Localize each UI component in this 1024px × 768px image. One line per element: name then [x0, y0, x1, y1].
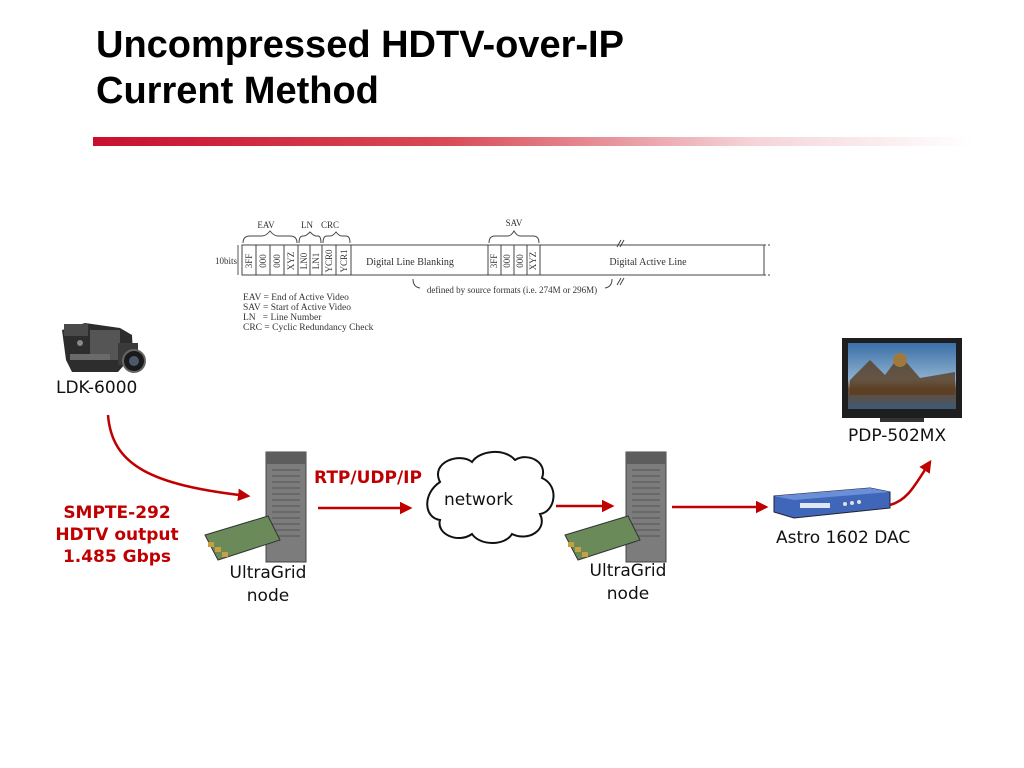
source-output-label: SMPTE-292 HDTV output 1.485 Gbps [52, 502, 182, 568]
sav-word-4: XYZ [528, 252, 538, 271]
camera-to-node-arrow [106, 414, 251, 502]
signal-flow-arrows [106, 414, 932, 515]
node-right-line-2: node [606, 584, 650, 604]
frame-format-diagram: 10bits 3FF 000 000 XYZ LN0 L [215, 218, 772, 295]
eav-group-label: EAV [257, 220, 275, 230]
network-label: network [444, 490, 514, 510]
node-left-line-2: node [246, 586, 290, 606]
legend-line-eav: EAV = End of Active Video [243, 293, 349, 303]
node-right-label: UltraGrid node [578, 560, 678, 606]
ln-group-label: LN [301, 220, 313, 230]
active-line-label: Digital Active Line [609, 257, 687, 268]
bits-label: 10bits [215, 256, 238, 266]
node-left-line-1: UltraGrid [229, 563, 307, 583]
title-rule [93, 137, 973, 146]
slide-title: Uncompressed HDTV-over-IP Current Method [96, 22, 624, 114]
source-output-line-2: HDTV output [55, 525, 179, 545]
title-line-2: Current Method [96, 70, 379, 112]
eav-word-2: 000 [258, 254, 268, 268]
display-label: PDP-502MX [848, 426, 947, 446]
defined-by-note: defined by source formats (i.e. 274M or … [427, 285, 597, 295]
node-left-label: UltraGrid node [218, 562, 318, 608]
blanking-label: Digital Line Blanking [366, 257, 454, 268]
ln-word-2: LN1 [311, 253, 321, 270]
dac-to-display-arrow [889, 459, 932, 507]
sav-word-1: 3FF [489, 254, 499, 269]
network-cloud [426, 451, 555, 544]
sav-word-3: 000 [515, 254, 525, 268]
legend-line-ln: LN = Line Number [243, 313, 322, 323]
source-output-line-3: 1.485 Gbps [62, 547, 172, 567]
eav-word-3: 000 [272, 254, 282, 268]
dac-label: Astro 1602 DAC [776, 528, 911, 548]
protocol-label: RTP/UDP/IP [314, 468, 422, 488]
crc-word-2: YCR1 [339, 249, 349, 272]
node-right-line-1: UltraGrid [589, 561, 667, 581]
frame-row [241, 244, 765, 276]
eav-word-1: 3FF [244, 254, 254, 269]
sav-group-label: SAV [506, 218, 523, 228]
crc-group-label: CRC [321, 220, 339, 230]
legend-line-sav: SAV = Start of Active Video [243, 303, 351, 313]
camera-label: LDK-6000 [56, 378, 138, 398]
eav-word-4: XYZ [286, 252, 296, 271]
server-tower-icon [564, 451, 667, 563]
ln-word-1: LN0 [299, 252, 309, 269]
server-tower-icon [204, 451, 307, 563]
plasma-display-icon [842, 338, 962, 422]
legend-line-crc: CRC = Cyclic Redundancy Check [243, 323, 374, 333]
dac-unit-icon [773, 487, 891, 519]
crc-word-1: YCR0 [324, 249, 334, 273]
sav-word-2: 000 [502, 254, 512, 268]
source-output-line-1: SMPTE-292 [63, 503, 171, 523]
title-line-1: Uncompressed HDTV-over-IP [96, 24, 624, 66]
video-camera-icon [62, 323, 146, 373]
